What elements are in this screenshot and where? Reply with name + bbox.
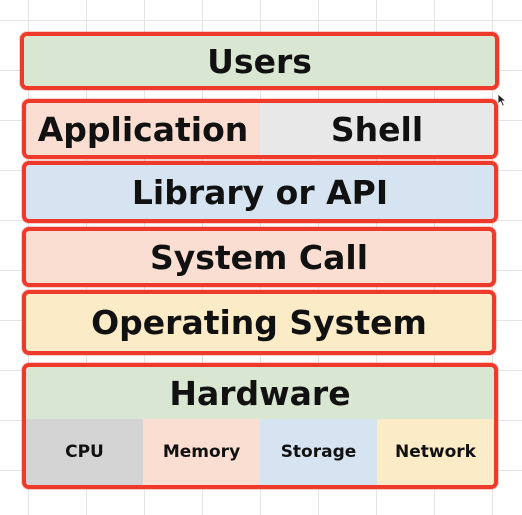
users-layer: Users xyxy=(20,32,499,90)
hardware-label: Hardware xyxy=(169,373,351,413)
application-label: Application xyxy=(37,109,249,149)
storage-cell: Storage xyxy=(260,419,377,485)
cpu-label: CPU xyxy=(65,442,104,462)
memory-cell: Memory xyxy=(143,419,260,485)
network-label: Network xyxy=(395,442,476,462)
hardware-title: Hardware xyxy=(26,367,494,419)
library-api-label: Library or API xyxy=(131,172,389,212)
system-call-label: System Call xyxy=(149,237,369,277)
operating-system-layer: Operating System xyxy=(22,290,496,355)
application-shell-layer: Application Shell xyxy=(22,99,498,159)
hardware-layer: Hardware CPU Memory Storage Network xyxy=(22,363,498,489)
shell-cell: Shell xyxy=(260,103,494,155)
library-api-layer: Library or API xyxy=(22,161,498,223)
operating-system-label: Operating System xyxy=(91,303,427,342)
application-cell: Application xyxy=(26,103,260,155)
system-call-layer: System Call xyxy=(22,227,496,287)
shell-label: Shell xyxy=(330,109,424,149)
users-label: Users xyxy=(207,41,312,81)
storage-label: Storage xyxy=(280,442,357,462)
mouse-cursor-icon xyxy=(497,93,507,107)
network-cell: Network xyxy=(377,419,494,485)
memory-label: Memory xyxy=(162,442,241,462)
hardware-components: CPU Memory Storage Network xyxy=(26,419,494,485)
cpu-cell: CPU xyxy=(26,419,143,485)
